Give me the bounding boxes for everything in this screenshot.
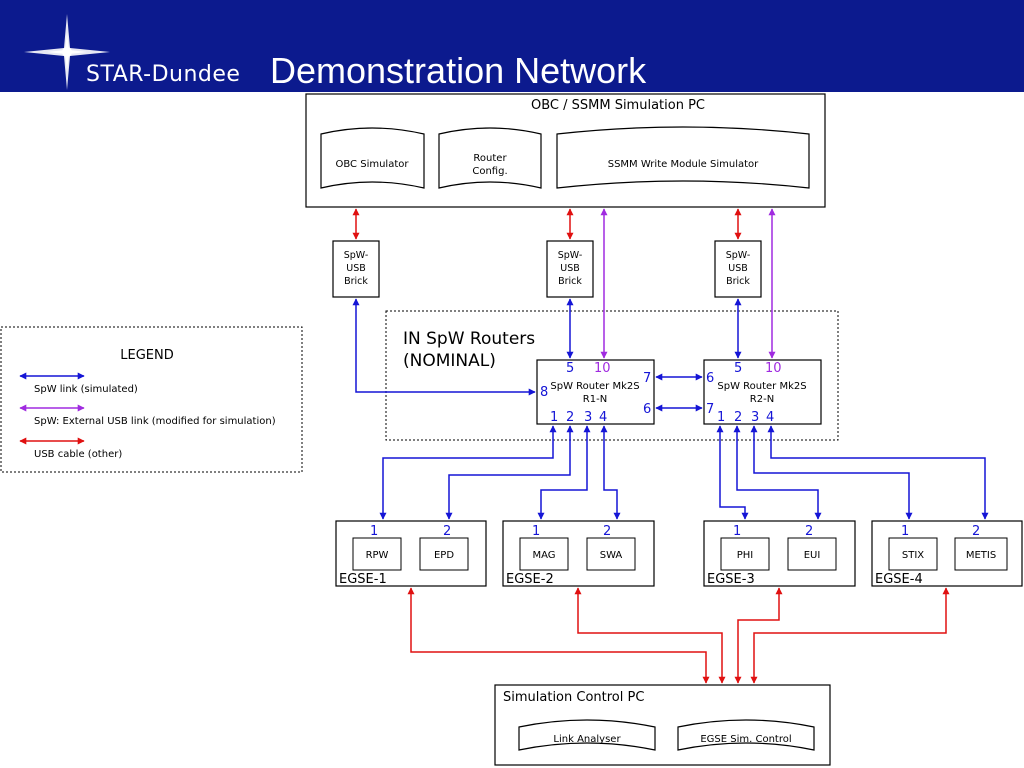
legend: LEGEND SpW link (simulated) SpW: Externa… bbox=[0, 326, 303, 473]
svg-text:Brick: Brick bbox=[726, 276, 750, 287]
egse-3: 1 2 PHI EUI EGSE-3 bbox=[703, 520, 856, 587]
svg-text:7: 7 bbox=[643, 371, 651, 386]
svg-text:3: 3 bbox=[584, 410, 592, 425]
svg-text:2: 2 bbox=[734, 410, 742, 425]
spw-usb-brick-2: SpW- USB Brick bbox=[546, 240, 594, 298]
external-usb-links bbox=[600, 208, 776, 359]
link-analyser-label: Link Analyser bbox=[553, 734, 621, 745]
svg-text:2: 2 bbox=[805, 524, 813, 539]
svg-text:8: 8 bbox=[540, 385, 548, 400]
simulation-control-pc: Simulation Control PC Link Analyser EGSE… bbox=[494, 684, 831, 766]
legend-item-usb-ext: SpW: External USB link (modified for sim… bbox=[34, 416, 276, 427]
svg-text:Brick: Brick bbox=[558, 276, 582, 287]
spw-usb-brick-1: SpW- USB Brick bbox=[332, 240, 380, 298]
router-config-label-2: Config. bbox=[472, 166, 507, 177]
svg-text:6: 6 bbox=[706, 371, 714, 386]
spw-links bbox=[352, 298, 989, 520]
svg-text:SpW Router Mk2S: SpW Router Mk2S bbox=[550, 381, 639, 392]
legend-item-spw: SpW link (simulated) bbox=[34, 384, 138, 395]
ssmm-label: SSMM Write Module Simulator bbox=[608, 159, 759, 170]
svg-text:STIX: STIX bbox=[902, 550, 924, 561]
svg-text:1: 1 bbox=[532, 524, 540, 539]
svg-text:MAG: MAG bbox=[532, 550, 555, 561]
slide-title: Demonstration Network bbox=[270, 50, 647, 91]
legend-title: LEGEND bbox=[120, 348, 173, 363]
egse-2: 1 2 MAG SWA EGSE-2 bbox=[502, 520, 655, 587]
svg-text:2: 2 bbox=[566, 410, 574, 425]
svg-text:2: 2 bbox=[443, 524, 451, 539]
svg-text:USB: USB bbox=[346, 263, 366, 274]
obc-pc-title: OBC / SSMM Simulation PC bbox=[531, 98, 705, 113]
spw-usb-brick-3: SpW- USB Brick bbox=[714, 240, 762, 298]
svg-text:R1-N: R1-N bbox=[583, 394, 607, 405]
svg-text:4: 4 bbox=[599, 410, 607, 425]
egse-1: 1 2 RPW EPD EGSE-1 bbox=[335, 520, 487, 587]
svg-text:6: 6 bbox=[643, 402, 651, 417]
svg-text:2: 2 bbox=[603, 524, 611, 539]
svg-text:R2-N: R2-N bbox=[750, 394, 774, 405]
svg-text:SpW-: SpW- bbox=[726, 250, 751, 261]
svg-text:EPD: EPD bbox=[434, 550, 454, 561]
svg-text:4: 4 bbox=[766, 410, 774, 425]
router-config-drum: Router Config. bbox=[438, 127, 542, 189]
header-bar bbox=[0, 0, 1024, 92]
svg-text:10: 10 bbox=[594, 361, 611, 376]
svg-text:EGSE-1: EGSE-1 bbox=[339, 572, 387, 587]
svg-text:EGSE-4: EGSE-4 bbox=[875, 572, 923, 587]
egse-4: 1 2 STIX METIS EGSE-4 bbox=[871, 520, 1023, 587]
obc-simulator-drum: OBC Simulator bbox=[320, 127, 425, 189]
svg-text:1: 1 bbox=[733, 524, 741, 539]
svg-text:EGSE-3: EGSE-3 bbox=[707, 572, 755, 587]
usb-cables bbox=[352, 208, 950, 684]
svg-text:1: 1 bbox=[550, 410, 558, 425]
svg-text:5: 5 bbox=[734, 361, 742, 376]
ssmm-write-module-drum: SSMM Write Module Simulator bbox=[556, 126, 810, 189]
router-config-label-1: Router bbox=[473, 153, 507, 164]
svg-text:1: 1 bbox=[717, 410, 725, 425]
router-r2: SpW Router Mk2S R2-N 5 10 6 7 1 2 3 4 bbox=[703, 359, 822, 425]
brand-name: STAR-Dundee bbox=[86, 62, 241, 87]
legend-item-usb-cable: USB cable (other) bbox=[34, 449, 122, 460]
svg-text:EGSE-2: EGSE-2 bbox=[506, 572, 554, 587]
svg-text:SpW-: SpW- bbox=[344, 250, 369, 261]
svg-text:10: 10 bbox=[765, 361, 782, 376]
svg-text:SpW Router Mk2S: SpW Router Mk2S bbox=[717, 381, 806, 392]
svg-text:SpW-: SpW- bbox=[558, 250, 583, 261]
svg-text:1: 1 bbox=[901, 524, 909, 539]
svg-text:METIS: METIS bbox=[966, 550, 996, 561]
svg-text:USB: USB bbox=[560, 263, 580, 274]
svg-text:USB: USB bbox=[728, 263, 748, 274]
obc-simulator-label: OBC Simulator bbox=[336, 159, 410, 170]
svg-text:7: 7 bbox=[706, 402, 714, 417]
star-logo-icon bbox=[24, 14, 110, 90]
svg-text:PHI: PHI bbox=[737, 550, 754, 561]
obc-ssmm-pc: OBC / SSMM Simulation PC OBC Simulator R… bbox=[305, 93, 826, 208]
svg-text:2: 2 bbox=[972, 524, 980, 539]
svg-text:RPW: RPW bbox=[366, 550, 389, 561]
svg-text:EUI: EUI bbox=[804, 550, 821, 561]
svg-text:1: 1 bbox=[370, 524, 378, 539]
svg-text:5: 5 bbox=[566, 361, 574, 376]
router-group-title-1: IN SpW Routers bbox=[403, 329, 535, 349]
svg-text:SWA: SWA bbox=[600, 550, 623, 561]
egse-sim-control-label: EGSE Sim. Control bbox=[700, 734, 791, 745]
svg-text:3: 3 bbox=[751, 410, 759, 425]
svg-text:Brick: Brick bbox=[344, 276, 368, 287]
sim-pc-title: Simulation Control PC bbox=[503, 690, 644, 705]
router-r1: SpW Router Mk2S R1-N 5 10 8 7 6 1 2 3 4 bbox=[536, 359, 655, 425]
router-group-title-2: (NOMINAL) bbox=[403, 351, 496, 371]
